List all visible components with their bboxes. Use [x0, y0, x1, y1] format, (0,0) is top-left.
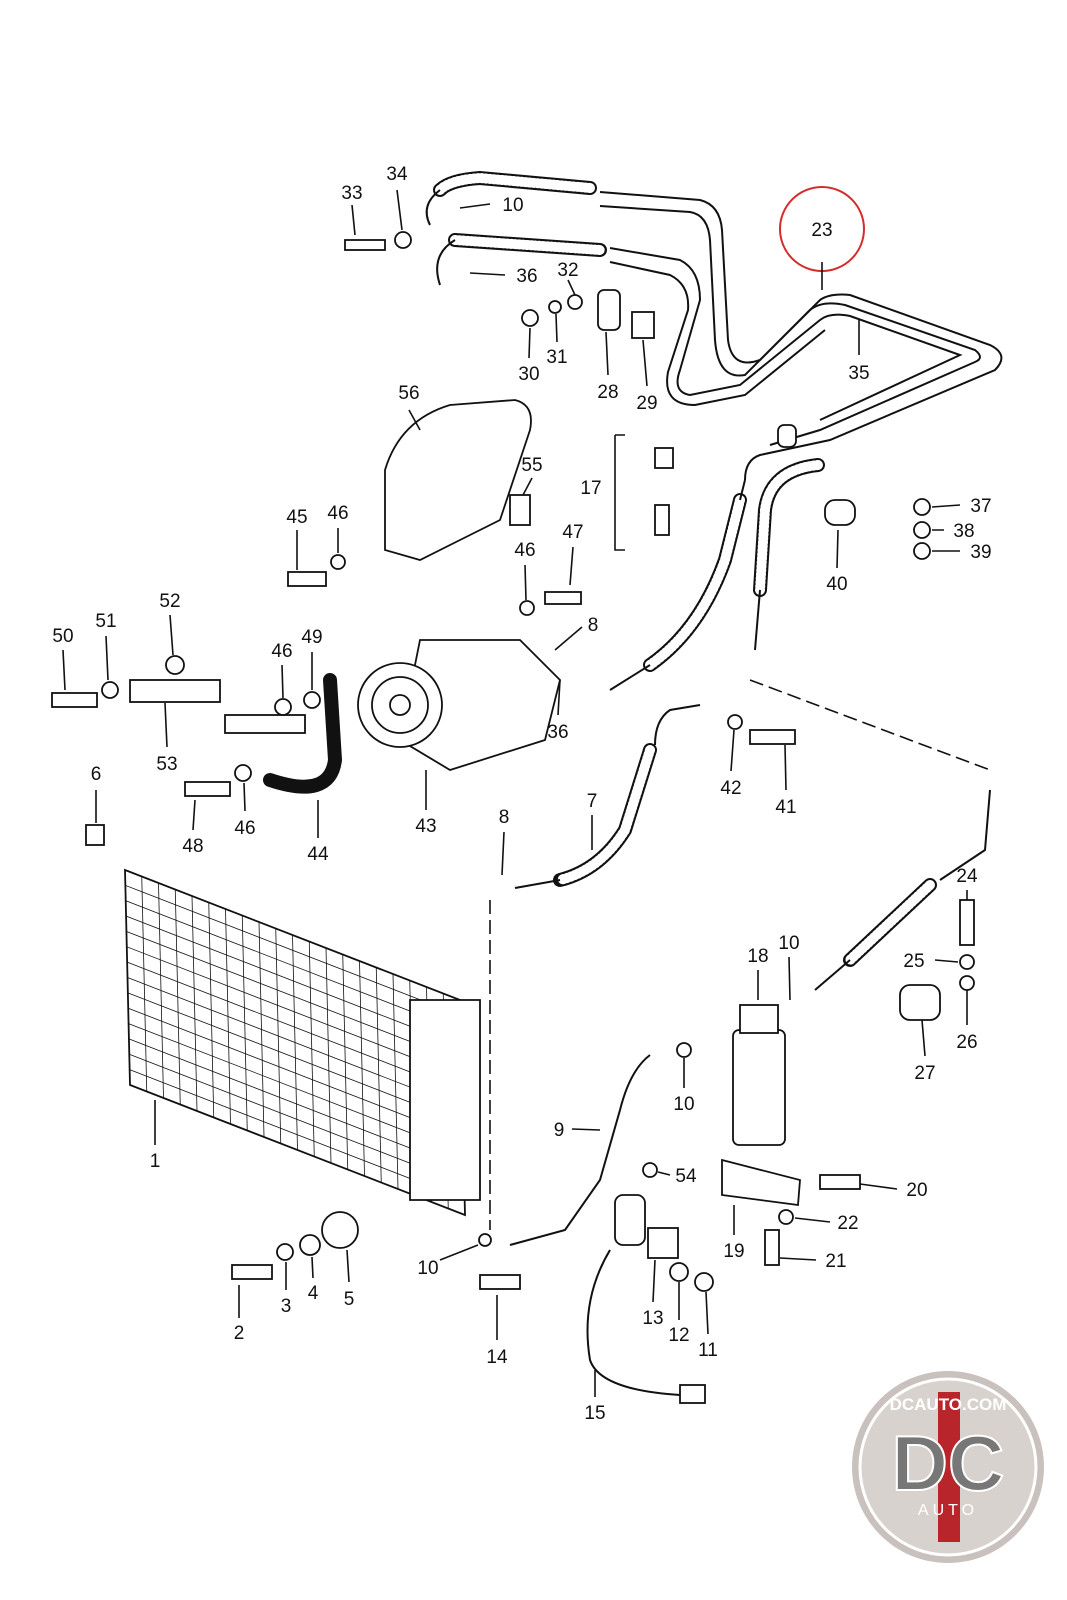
part-label: 23 — [811, 220, 832, 241]
part-label: 40 — [826, 574, 847, 595]
part-label: 22 — [837, 1213, 858, 1234]
part-label: 51 — [95, 611, 116, 632]
part-label: 3 — [281, 1296, 292, 1317]
part-label: 36 — [516, 266, 537, 287]
part-label: 54 — [675, 1166, 697, 1187]
part-label: 10 — [673, 1094, 694, 1115]
part-label: 24 — [956, 866, 978, 887]
part-label: 1 — [150, 1151, 161, 1172]
part-label: 27 — [914, 1063, 935, 1084]
part-label: 45 — [286, 507, 307, 528]
hose-7 — [514, 704, 701, 889]
part-label: 9 — [554, 1120, 565, 1141]
part-label: 14 — [486, 1347, 508, 1368]
part-label: 35 — [848, 363, 869, 384]
part-label: 36 — [547, 722, 568, 743]
logo-sub-text: AUTO — [918, 1502, 978, 1519]
part-label: 38 — [953, 521, 974, 542]
part-label: 48 — [182, 836, 203, 857]
compressor — [357, 639, 561, 771]
part-label: 39 — [970, 542, 991, 563]
part-label: 46 — [327, 503, 348, 524]
part-label: 5 — [344, 1289, 355, 1310]
part-label: 10 — [417, 1258, 438, 1279]
part-label: 25 — [903, 951, 924, 972]
part-label: 31 — [546, 347, 567, 368]
part-label: 6 — [91, 764, 102, 785]
logo-top-text: DCAUTO.COM — [890, 1395, 1007, 1414]
dcauto-logo: DCAUTO.COM DC AUTO — [852, 1371, 1044, 1563]
part-label: 10 — [502, 195, 523, 216]
fasteners — [51, 231, 975, 1292]
part-label: 18 — [747, 946, 768, 967]
part-label: 37 — [970, 496, 991, 517]
part-label: 19 — [723, 1241, 744, 1262]
part-label: 43 — [415, 816, 436, 837]
hose-upper — [425, 170, 607, 286]
part-label: 47 — [562, 522, 583, 543]
part-label: 17 — [580, 478, 601, 499]
part-label: 34 — [386, 164, 408, 185]
part-label: 2 — [234, 1323, 245, 1344]
part-label: 42 — [720, 778, 741, 799]
part-label: 46 — [234, 818, 255, 839]
part-label: 28 — [597, 382, 618, 403]
refrigerant-lines-35 — [599, 191, 1003, 481]
part-label: 21 — [825, 1251, 846, 1272]
part-label: 49 — [301, 627, 322, 648]
drive-belt — [263, 673, 343, 794]
part-label: 10 — [778, 933, 799, 954]
receiver-drier — [721, 1004, 801, 1207]
part-label: 8 — [499, 807, 510, 828]
part-label: 52 — [159, 591, 180, 612]
logo-main-text: DC — [892, 1419, 1005, 1507]
part-label: 26 — [956, 1032, 977, 1053]
part-label: 50 — [52, 626, 73, 647]
line-9 — [509, 1054, 651, 1246]
pressure-switch — [586, 1194, 706, 1404]
part-label: 46 — [514, 540, 535, 561]
part-label: 13 — [642, 1308, 663, 1329]
part-label: 30 — [518, 364, 539, 385]
part-label: 44 — [307, 844, 329, 865]
condenser — [124, 868, 481, 1217]
hose-suction — [609, 424, 825, 691]
part-label: 33 — [341, 183, 362, 204]
part-label: 29 — [636, 393, 657, 414]
part-label: 15 — [584, 1403, 605, 1424]
hose-drier — [814, 789, 991, 991]
part-label: 55 — [521, 455, 542, 476]
compressor-bracket — [384, 399, 532, 561]
part-label: 20 — [906, 1180, 927, 1201]
part-label: 46 — [271, 641, 292, 662]
part-label: 53 — [156, 754, 177, 775]
part-label: 4 — [308, 1283, 319, 1304]
part-label: 56 — [398, 383, 419, 404]
part-label: 32 — [557, 260, 578, 281]
part-label: 11 — [698, 1340, 718, 1361]
part-label: 41 — [775, 797, 796, 818]
part-label: 12 — [668, 1325, 689, 1346]
part-label: 7 — [587, 791, 598, 812]
part-label: 8 — [588, 615, 599, 636]
